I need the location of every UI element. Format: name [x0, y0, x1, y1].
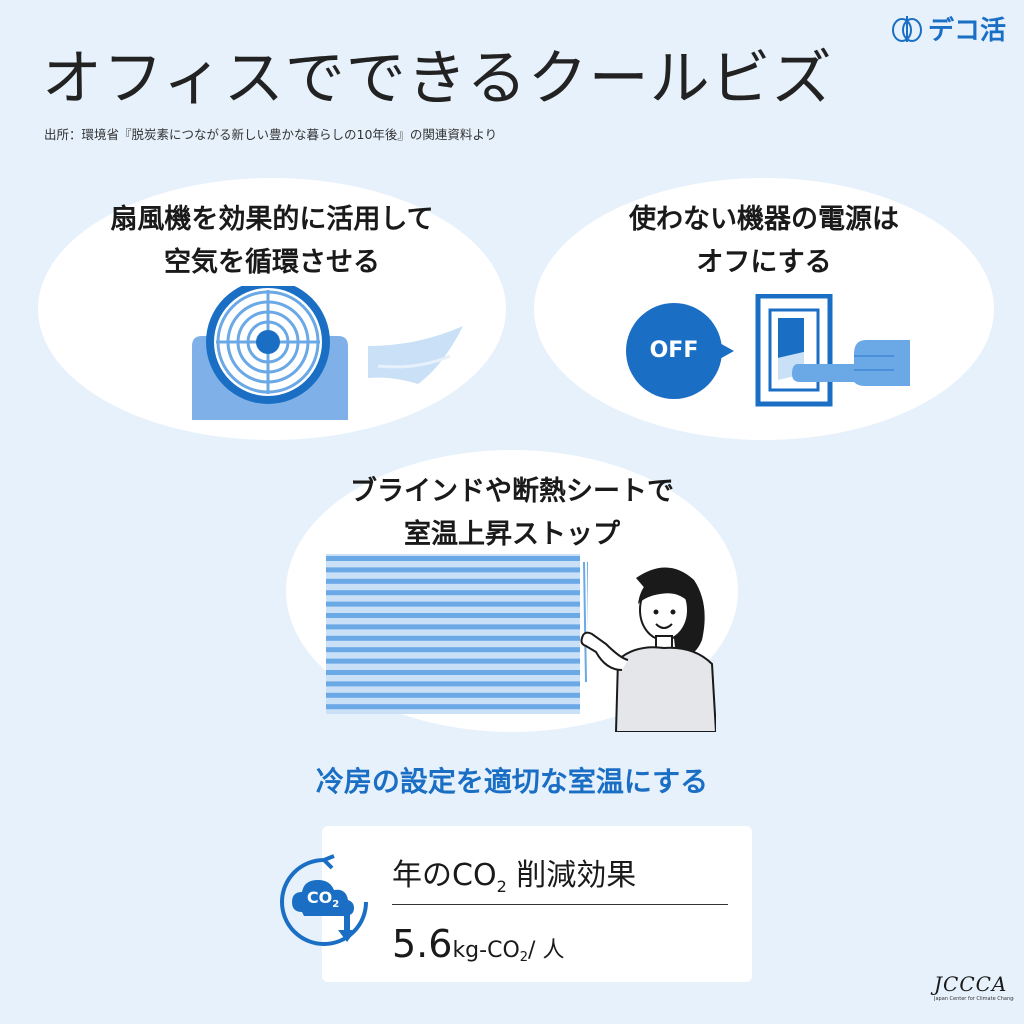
blind-slat — [326, 658, 580, 664]
tip-switch-bubble: 使わない機器の電源は オフにする OFF — [534, 178, 994, 440]
co2-icon-sub: 2 — [332, 899, 340, 911]
tip-blind-line2: 室温上昇ストップ — [404, 519, 620, 550]
co2-result-value: 5.6kg-CO2/ 人 — [392, 922, 564, 966]
blind-slat — [326, 624, 580, 630]
fan-icon — [192, 286, 463, 420]
jccca-mark: JCCCA — [934, 972, 1008, 996]
tip-fan-text: 扇風機を効果的に活用して 空気を循環させる — [38, 198, 506, 284]
tip-blind-text: ブラインドや断熱シートで 室温上昇ストップ — [286, 470, 738, 556]
blind-slat — [326, 578, 580, 584]
blind-slat — [326, 692, 580, 698]
source-note: 出所：環境省『脱炭素につながる新しい豊かな暮らしの10年後』の関連資料より — [44, 127, 498, 142]
result-unit-sub: 2 — [519, 950, 529, 966]
tip-fan-bubble: 扇風機を効果的に活用して 空気を循環させる — [38, 178, 506, 440]
woman-illustration — [580, 567, 716, 732]
tip-switch-text: 使わない機器の電源は オフにする — [534, 198, 994, 284]
blind-slat — [326, 601, 580, 607]
cooling-headline: 冷房の設定を適切な室温にする — [315, 765, 709, 798]
blind-slat — [326, 670, 580, 675]
off-bubble-icon — [626, 303, 734, 399]
tip-fan-line1: 扇風機を効果的に活用して — [110, 204, 434, 235]
light-switch-icon — [755, 294, 910, 407]
co2-icon-text: CO — [306, 888, 333, 907]
tip-blind-line1: ブラインドや断熱シートで — [350, 476, 674, 507]
jccca-logo: JCCCA Japan Center for Climate Change Ac… — [934, 972, 1014, 1002]
off-label: OFF — [649, 338, 699, 363]
blind-slat — [326, 613, 580, 618]
result-unit-suffix: / 人 — [528, 938, 565, 963]
blinds-icon — [326, 554, 588, 714]
blind-slat — [326, 681, 580, 687]
result-label-prefix: 年の — [392, 858, 452, 893]
page-title: オフィスでできるクールビズ — [42, 44, 833, 114]
result-label-sub: 2 — [496, 877, 507, 896]
logo-text: デコ活 — [927, 16, 1006, 46]
tip-fan-line2: 空気を循環させる — [164, 247, 380, 278]
co2-icon-label: CO2 — [292, 888, 354, 910]
result-label-suffix: 削減効果 — [516, 858, 637, 893]
decokatsu-logo: デコ活 — [890, 10, 1006, 47]
blind-slat — [326, 590, 580, 596]
result-unit-prefix: kg-CO — [452, 938, 520, 963]
blind-slat — [326, 704, 580, 710]
co2-reduction-icon — [280, 854, 368, 946]
blind-slat — [326, 567, 580, 573]
tip-switch-line1: 使わない機器の電源は — [629, 204, 899, 235]
co2-result-label: 年のCO2 削減効果 — [392, 850, 722, 896]
blind-slat — [326, 647, 580, 653]
blind-slat — [326, 635, 580, 641]
result-label-co: CO — [452, 858, 497, 893]
blind-slat — [326, 556, 580, 561]
result-value-number: 5.6 — [392, 922, 453, 966]
jccca-name: Japan Center for Climate Change Actions — [934, 996, 1014, 1002]
result-divider — [392, 904, 728, 905]
leaf-logo-icon — [891, 15, 922, 42]
tip-switch-line2: オフにする — [696, 247, 832, 278]
